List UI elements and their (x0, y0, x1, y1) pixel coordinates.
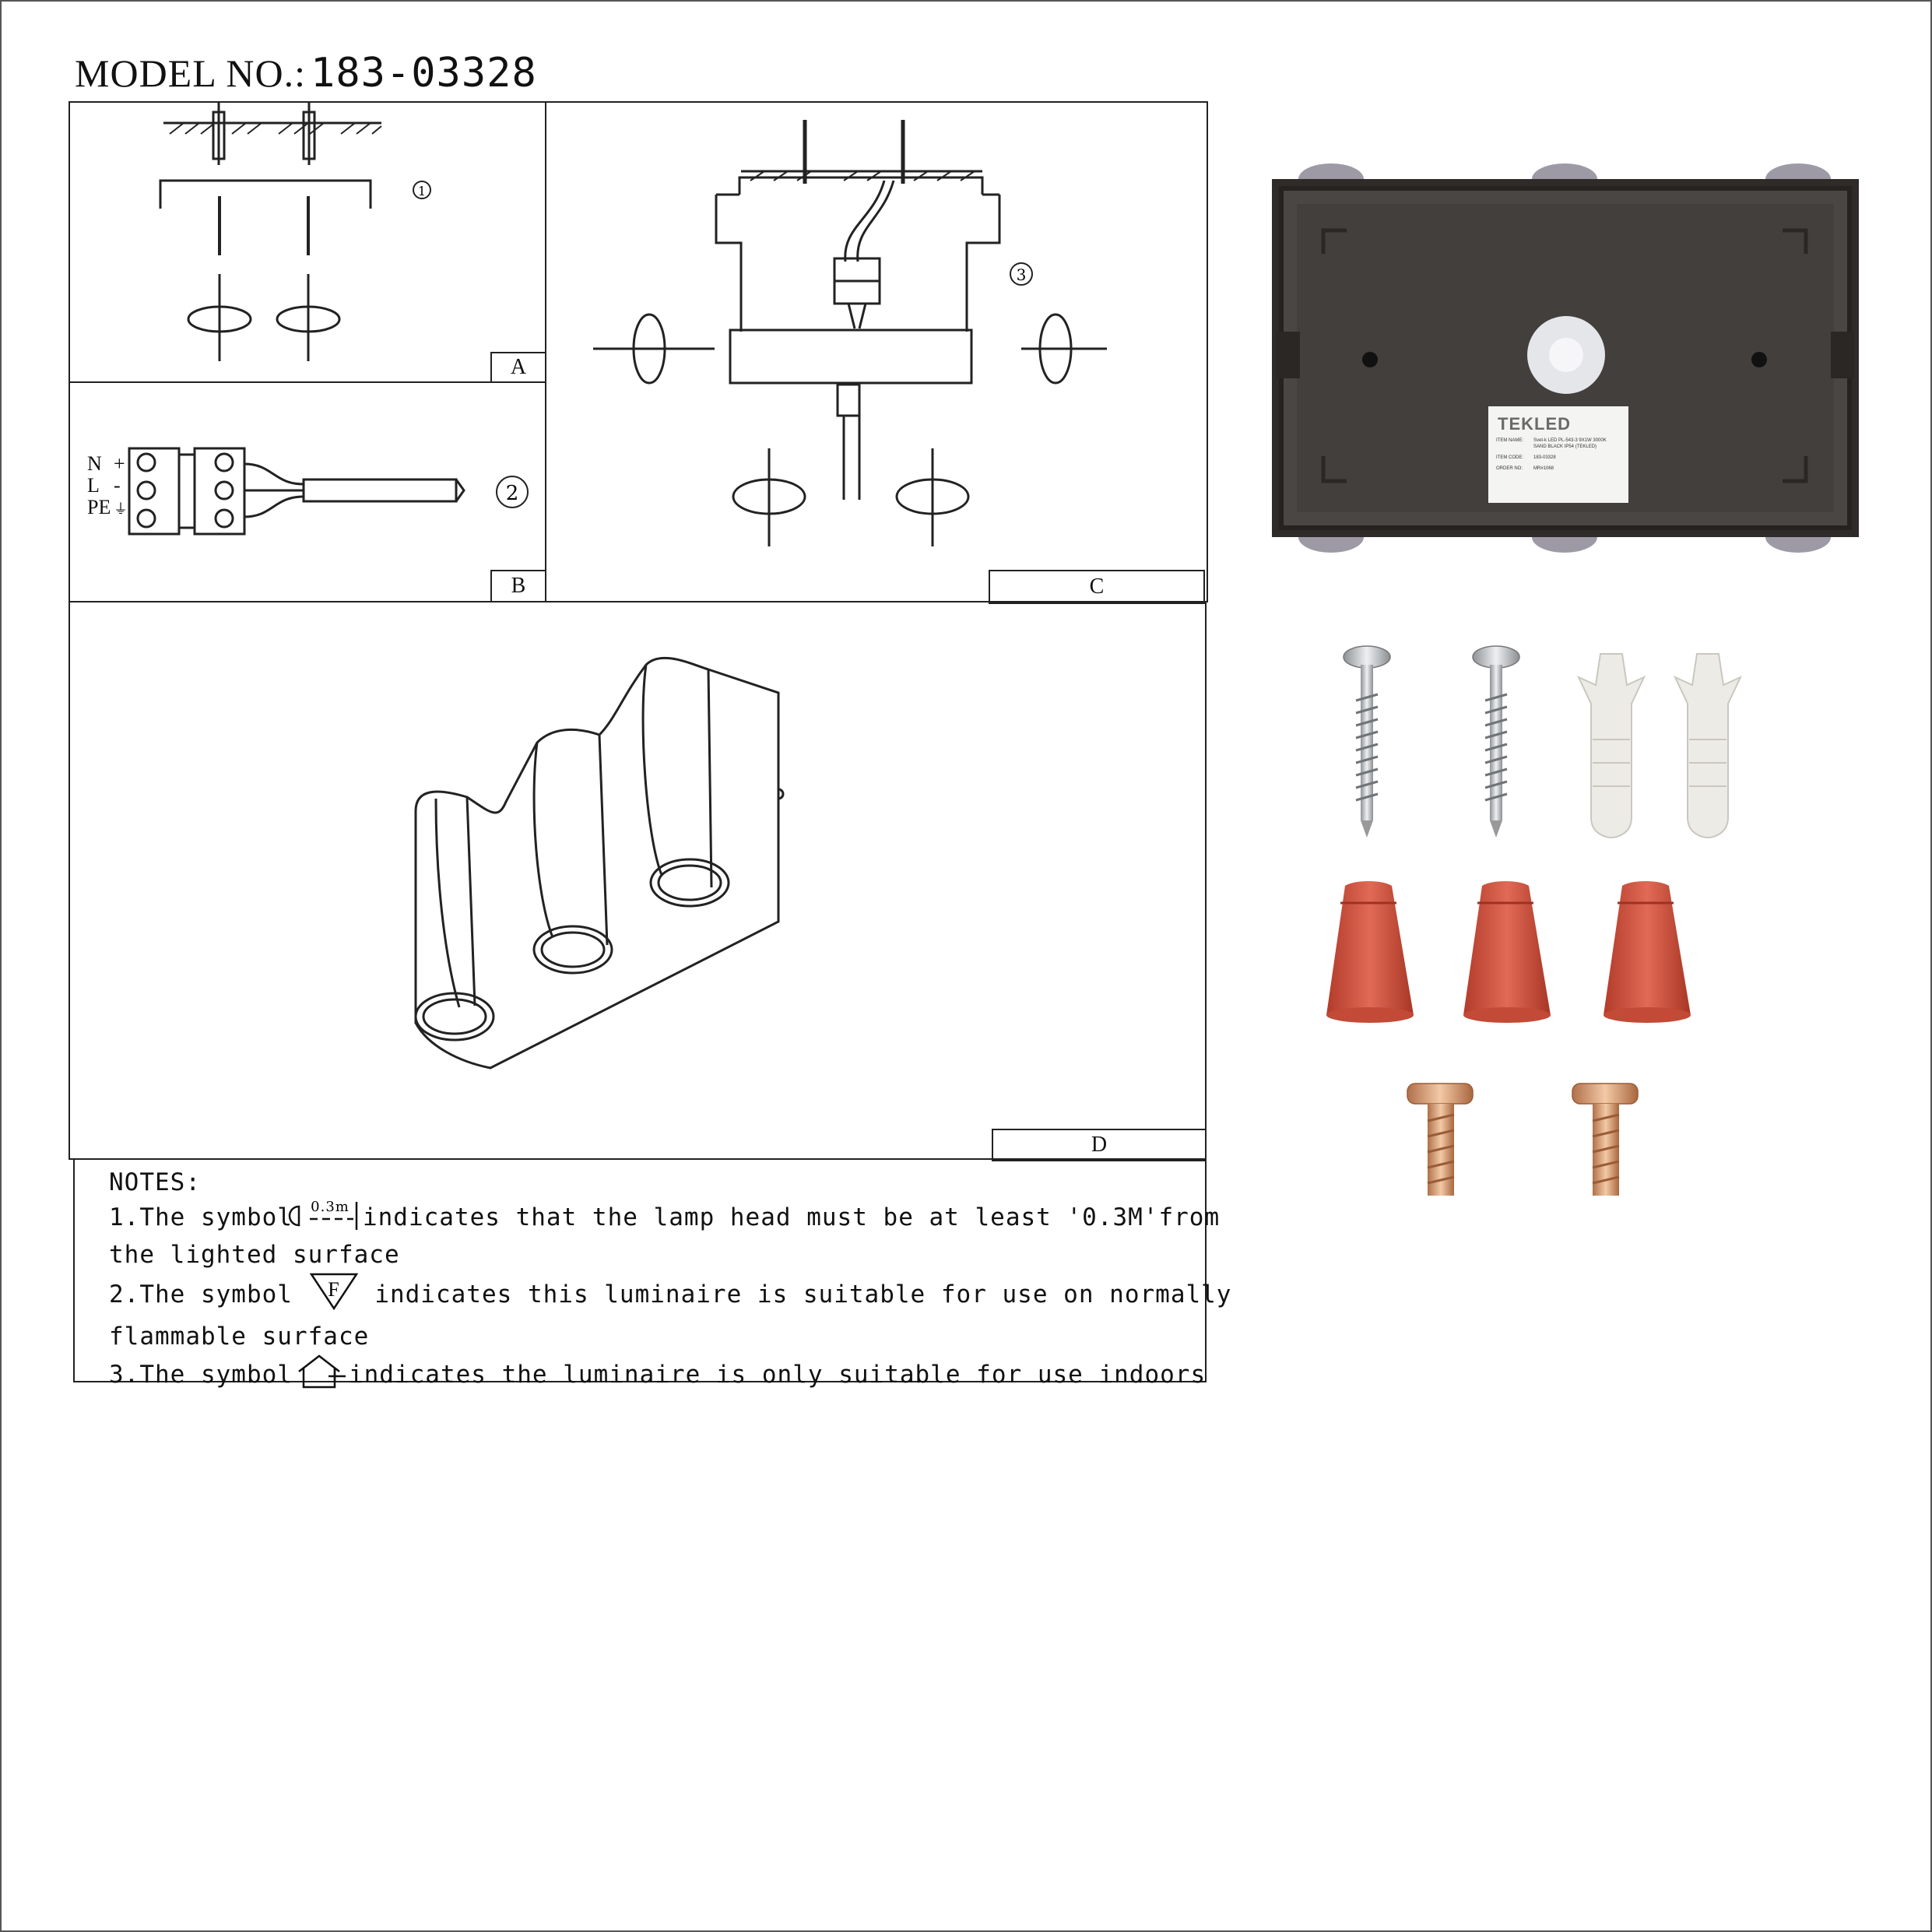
order-no-key: ORDER NO: (1496, 466, 1523, 471)
item-name-key: ITEM NAME: (1496, 438, 1524, 443)
polarity-minus: - (114, 474, 121, 497)
item-code-key: ITEM CODE: (1496, 455, 1524, 460)
wood-screw-1-icon (1343, 645, 1391, 838)
note-3-text-b: indicates the luminaire is only suitable… (348, 1361, 1207, 1389)
wood-screw-2-icon (1472, 645, 1520, 838)
wire-nut-3-icon (1604, 881, 1691, 1023)
wall-anchor-2-icon (1673, 653, 1743, 839)
flammable-symbol-letter: F (328, 1278, 339, 1301)
notes-title: NOTES: (109, 1168, 201, 1196)
flammable-f-symbol-icon: F (308, 1271, 360, 1320)
note-1: 1.The symbol 0.3m indicates that the lamp … (109, 1199, 1219, 1238)
step-2-number: 2 (506, 482, 519, 505)
machine-screw-2-icon (1572, 1083, 1639, 1196)
panel-a-tag: A (490, 352, 546, 383)
note-2: 2.The symbol F indicates this luminaire … (109, 1271, 1231, 1320)
note-1-text-b: indicates that the lamp head must be at … (362, 1203, 1221, 1231)
model-number: 183-03328 (311, 50, 537, 97)
note-2-cont: flammable surface (109, 1323, 370, 1351)
model-number-heading: MODEL NO.:183-03328 (75, 50, 537, 97)
step-1-number: 1 (418, 184, 426, 198)
panel-b-drawing: 2 N L PE + - ⏚ (87, 447, 529, 536)
earth-icon: ⏚ (114, 501, 128, 517)
indoor-house-icon (293, 1353, 349, 1399)
note-1-text-a: 1.The symbol (109, 1203, 293, 1231)
product-back-drawing (1272, 163, 1859, 553)
notes-box: NOTES: 1.The symbol 0.3m indicates that th… (73, 1158, 1231, 1389)
product-label: TEKLED ITEM NAME: Svet-k LED PL-543-3 9X… (1491, 409, 1625, 501)
distance-symbol-icon: 0.3m (288, 1199, 363, 1238)
panel-d-drawing (414, 656, 785, 1070)
note-1-cont: the lighted surface (109, 1241, 400, 1269)
polarity-plus: + (114, 452, 125, 475)
terminal-n: N (87, 452, 102, 475)
item-code-value: 183-03328 (1533, 455, 1556, 460)
model-label: MODEL NO.: (75, 51, 307, 95)
panel-b-tag: B (490, 570, 546, 602)
panel-d: D (68, 601, 1207, 1161)
wire-nut-2-icon (1463, 881, 1551, 1023)
wire-nut-1-icon (1326, 881, 1414, 1023)
order-no-value: MR#1068 (1533, 466, 1554, 471)
note-3: 3.The symbol indicates the luminaire is o… (109, 1353, 1205, 1399)
accessories-drawing (1326, 645, 1743, 1196)
panel-c-tag: C (989, 570, 1205, 604)
panel-d-tag: D (992, 1129, 1207, 1161)
wall-anchor-1-icon (1576, 653, 1646, 839)
panel-a-drawing: 1 (159, 103, 431, 361)
panel-c-drawing: 3 (593, 120, 1107, 546)
brand-logo: TEKLED (1498, 414, 1571, 434)
accessories-photo (1308, 638, 1744, 1207)
distance-symbol-label: 0.3m (311, 1199, 350, 1215)
item-name-value: Svet-k LED PL-543-3 9X1W 3000K SAND BLAC… (1533, 438, 1607, 449)
step-3-number: 3 (1017, 265, 1027, 284)
panel-b: 2 N L PE + - ⏚ B (68, 381, 546, 602)
note-2-text-b: indicates this luminaire is suitable for… (374, 1280, 1232, 1308)
product-back-photo: TEKLED ITEM NAME: Svet-k LED PL-543-3 9X… (1269, 160, 1864, 554)
note-2-text-a: 2.The symbol (109, 1280, 293, 1308)
terminal-pe: PE (87, 496, 111, 518)
terminal-l: L (87, 474, 100, 497)
machine-screw-1-icon (1407, 1083, 1474, 1196)
note-3-text-a: 3.The symbol (109, 1361, 293, 1389)
panel-c: 3 C (545, 101, 1208, 604)
panel-a: 1 A (68, 101, 546, 383)
